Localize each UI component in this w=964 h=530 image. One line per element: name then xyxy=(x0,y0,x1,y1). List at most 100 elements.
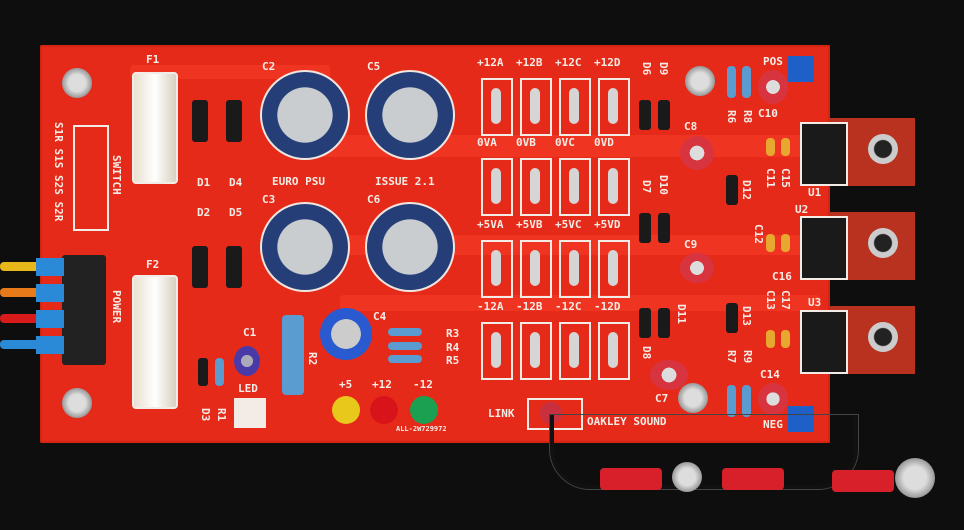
output-label: +12A xyxy=(477,56,504,69)
c12-label: C12 xyxy=(752,224,765,244)
crimp-connector-2 xyxy=(722,468,784,490)
output-header[interactable] xyxy=(598,240,630,298)
output-label: +12B xyxy=(516,56,543,69)
output-header[interactable] xyxy=(481,322,513,380)
output-header[interactable] xyxy=(598,158,630,216)
capacitor-c10 xyxy=(758,70,788,104)
trimmer-pos[interactable] xyxy=(788,56,814,82)
wire-orange xyxy=(0,288,45,297)
resistor-r9 xyxy=(742,385,751,417)
output-header[interactable] xyxy=(598,322,630,380)
output-header[interactable] xyxy=(559,240,591,298)
resistor-r3 xyxy=(388,328,422,336)
crimp-connector-1 xyxy=(600,468,662,490)
solder-pad xyxy=(608,250,618,286)
regulator-u3 xyxy=(800,310,848,374)
pos-label: POS xyxy=(763,55,783,68)
c2-label: C2 xyxy=(262,60,276,73)
capacitor-c16 xyxy=(781,234,790,252)
d10-label: D10 xyxy=(657,175,670,195)
capacitor-c15 xyxy=(781,138,790,156)
output-label: +5VB xyxy=(516,218,543,231)
output-header[interactable] xyxy=(520,322,552,380)
capacitor-c11 xyxy=(766,138,775,156)
c16-label: C16 xyxy=(772,270,792,283)
solder-pad xyxy=(569,250,579,286)
c9-label: C9 xyxy=(684,238,698,251)
c8-label: C8 xyxy=(684,120,698,133)
output-label: 0VB xyxy=(516,136,536,149)
solder-pad xyxy=(491,88,501,124)
regulator-u2 xyxy=(800,216,848,280)
black-wire-loop xyxy=(550,415,858,489)
d12-label: D12 xyxy=(740,180,753,200)
mount-screw-tr xyxy=(685,66,715,96)
output-header[interactable] xyxy=(520,158,552,216)
power-label: POWER xyxy=(110,290,123,324)
capacitor-c7 xyxy=(650,360,688,390)
d7-label: D7 xyxy=(640,180,653,194)
output-header[interactable] xyxy=(481,158,513,216)
resistor-r2 xyxy=(282,315,304,395)
output-label: -12C xyxy=(555,300,582,313)
c11-label: C11 xyxy=(764,168,777,188)
capacitor-c6 xyxy=(365,202,455,292)
r4-label: R4 xyxy=(446,341,460,354)
diode-d1 xyxy=(192,100,208,142)
led-red xyxy=(370,396,398,424)
diode-d7 xyxy=(639,213,651,243)
heatsink-screw-2 xyxy=(868,228,898,258)
output-header[interactable] xyxy=(559,158,591,216)
output-header[interactable] xyxy=(520,240,552,298)
solder-pad xyxy=(530,88,540,124)
output-header[interactable] xyxy=(520,78,552,136)
diode-d2 xyxy=(192,246,208,288)
capacitor-c8 xyxy=(680,136,714,170)
solder-pad xyxy=(569,168,579,204)
heatsink-screw-1 xyxy=(868,134,898,164)
d3-label: D3 xyxy=(199,408,212,422)
solder-pad xyxy=(608,332,618,368)
board-serial: ALL-2W729972 xyxy=(396,425,447,433)
c10-label: C10 xyxy=(758,107,778,120)
output-header[interactable] xyxy=(559,78,591,136)
output-label: 0VA xyxy=(477,136,497,149)
f1-label: F1 xyxy=(146,53,160,66)
capacitor-c3 xyxy=(260,202,350,292)
trimmer-neg[interactable] xyxy=(788,406,814,432)
c1-label: C1 xyxy=(243,326,257,339)
r7-label: R7 xyxy=(725,350,738,364)
switch-label: SWITCH xyxy=(110,155,123,195)
capacitor-c1 xyxy=(234,346,260,376)
solder-pad xyxy=(530,168,540,204)
diode-d6 xyxy=(639,100,651,130)
output-header[interactable] xyxy=(481,78,513,136)
output-header[interactable] xyxy=(481,240,513,298)
output-label: +12C xyxy=(555,56,582,69)
c7-label: C7 xyxy=(655,392,669,405)
c6-label: C6 xyxy=(367,193,381,206)
diode-d8 xyxy=(639,308,651,338)
d6-label: D6 xyxy=(640,62,653,76)
capacitor-c14 xyxy=(758,383,788,415)
capacitor-c5 xyxy=(365,70,455,160)
c5-label: C5 xyxy=(367,60,381,73)
d9-label: D9 xyxy=(657,62,670,76)
r1-label: R1 xyxy=(215,408,228,422)
r8-label: R8 xyxy=(741,110,754,124)
c15-label: C15 xyxy=(779,168,792,188)
mount-screw-bl xyxy=(62,388,92,418)
output-header[interactable] xyxy=(559,322,591,380)
led-yellow xyxy=(332,396,360,424)
resistor-r1 xyxy=(215,358,224,386)
led-minus12-label: -12 xyxy=(413,378,433,391)
c17-label: C17 xyxy=(779,290,792,310)
output-label: +12D xyxy=(594,56,621,69)
power-connector xyxy=(62,255,106,365)
d5-label: D5 xyxy=(229,206,243,219)
d2-label: D2 xyxy=(197,206,211,219)
resistor-r5 xyxy=(388,355,422,363)
output-header[interactable] xyxy=(598,78,630,136)
mount-screw-br xyxy=(678,383,708,413)
resistor-r7 xyxy=(727,385,736,417)
